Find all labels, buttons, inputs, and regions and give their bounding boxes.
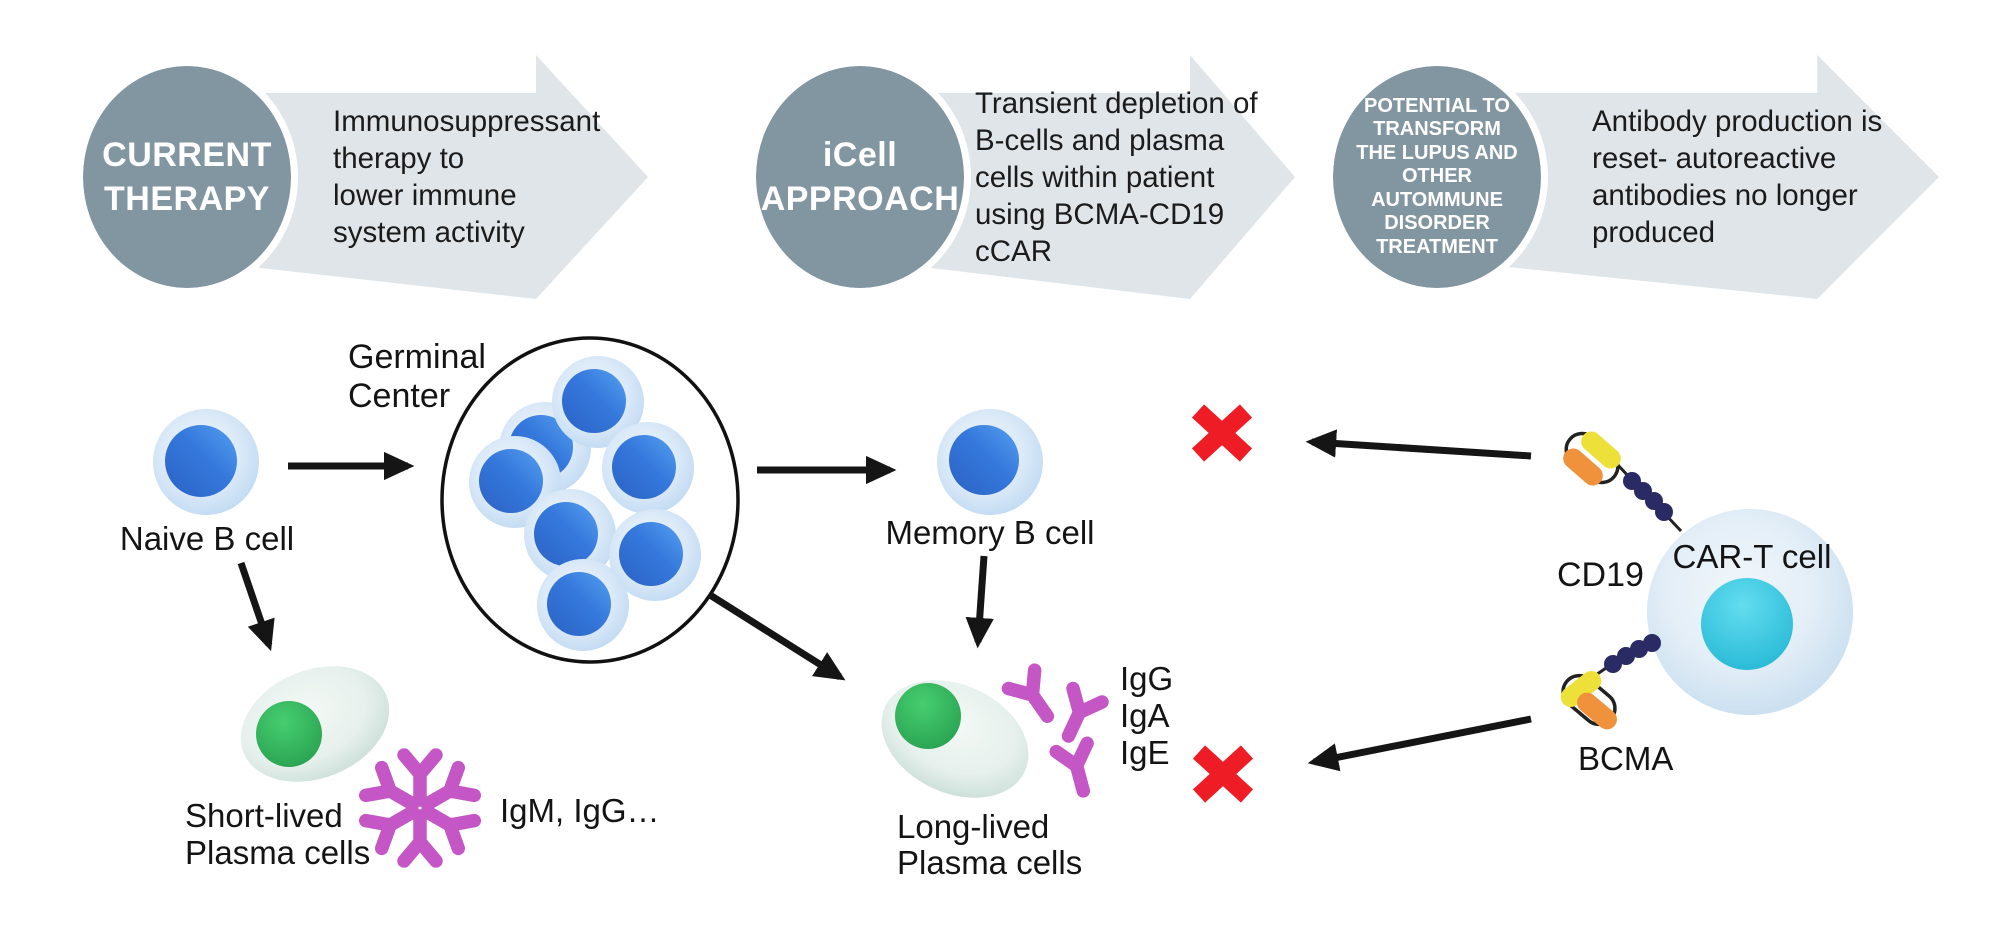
arrow-memory-to-longlived (965, 555, 994, 649)
label-short-lived-line2: Plasma cells (185, 834, 370, 871)
text-line: cCAR (975, 234, 1053, 268)
label-bcma: BCMA (1578, 740, 1673, 777)
long-lived-plasma-cell (881, 680, 1029, 798)
arrow-bcma-to-longlived (1307, 715, 1532, 772)
x-mark-cd19 (1198, 411, 1246, 455)
flow-arrows (237, 429, 1532, 772)
text-line: reset- autoreactive (1592, 142, 1837, 175)
text-line: TRANSFORM (1373, 118, 1501, 141)
label-long-lived-line2: Plasma cells (897, 844, 1082, 881)
stage-circle-current-therapy: CURRENT THERAPY (76, 59, 298, 295)
memory-b-cell (937, 409, 1043, 515)
text-line: using BCMA-CD19 (975, 197, 1225, 231)
label-naive-b-cell: Naive B cell (120, 520, 294, 557)
text-line: DISORDER (1384, 212, 1490, 235)
label-short-lived-line1: Short-lived (185, 797, 343, 834)
arrow-cd19-to-memory (1305, 429, 1532, 460)
label-iga: IgA (1120, 697, 1170, 734)
cd19-receptor (1563, 431, 1683, 533)
label-igm-igg: IgM, IgG… (500, 792, 660, 829)
arrow-germinal-to-longlived (708, 592, 846, 681)
text-line: POTENTIAL TO (1364, 94, 1510, 117)
text-line: AUTOMMUNE (1371, 188, 1503, 211)
label-ige: IgE (1120, 734, 1170, 771)
label-long-lived-line1: Long-lived (897, 808, 1049, 845)
short-lived-plasma-cell (240, 666, 390, 782)
bcma-bead-chain (1604, 634, 1661, 673)
text-line: therapy to (333, 142, 465, 175)
stage-text-current-therapy: Immunosuppressant therapy to lower immune s… (333, 55, 613, 299)
car-t-cell (1647, 509, 1853, 715)
text-line: system activity (333, 216, 525, 249)
label-cd19: CD19 (1557, 556, 1644, 594)
text-line: cells within patient (975, 160, 1215, 194)
text-line: B-cells and plasma (975, 123, 1225, 157)
label-germinal-line2: Center (348, 377, 450, 415)
text-line: TREATMENT (1376, 235, 1498, 258)
label-car-t-cell: CAR-T cell (1673, 538, 1832, 575)
bcma-receptor (1560, 634, 1661, 730)
antibody-cluster (366, 755, 475, 861)
stage-text-potential-transform: Antibody production is reset- autoreactiv… (1592, 55, 1922, 299)
text-line: THE LUPUS AND (1356, 141, 1518, 164)
naive-b-cell (153, 409, 259, 515)
text-line: lower immune (333, 179, 517, 212)
arrow-naive-to-shortlived (237, 561, 275, 652)
text-line: produced (1592, 216, 1716, 249)
cd19-bead-chain (1623, 472, 1673, 521)
text-line: APPROACH (760, 180, 960, 218)
text-line: Immunosuppressant (333, 105, 601, 138)
text-line: antibodies no longer (1592, 179, 1858, 212)
text-line: THERAPY (104, 180, 270, 218)
label-memory-b-cell: Memory B cell (885, 514, 1094, 551)
label-igg: IgG (1120, 660, 1173, 697)
label-germinal-line1: Germinal (348, 338, 486, 376)
x-mark-bcma (1199, 752, 1247, 796)
text-line: CURRENT (102, 136, 272, 174)
text-line: Transient depletion of (975, 86, 1258, 120)
text-line: OTHER (1402, 165, 1472, 188)
text-line: Antibody production is (1592, 105, 1883, 138)
x-marks (1198, 411, 1247, 796)
germinal-b-cells (469, 356, 701, 651)
text-line: iCell (822, 136, 898, 174)
